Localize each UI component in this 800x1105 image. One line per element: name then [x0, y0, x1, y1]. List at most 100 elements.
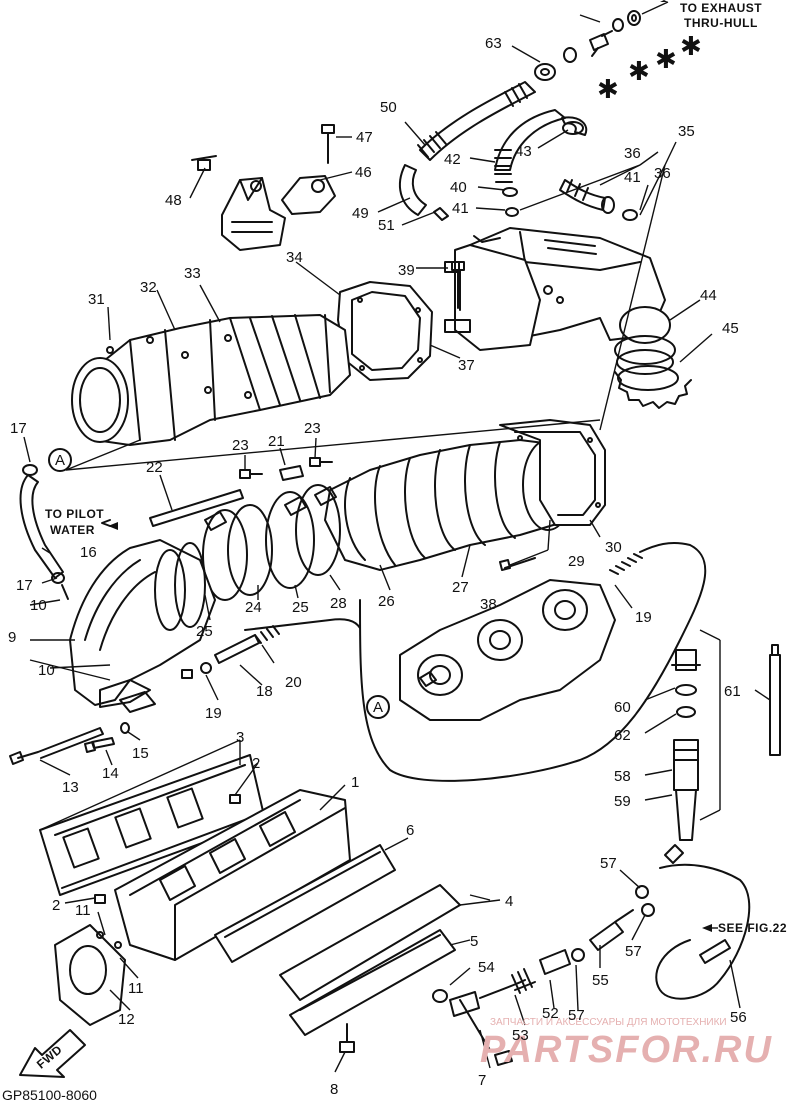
callout-3: 3: [236, 729, 244, 746]
callout-5: 5: [470, 933, 478, 950]
callout-43: 43: [515, 143, 532, 160]
callout-7: 7: [478, 1072, 486, 1089]
see-fig-arrow: [702, 924, 712, 932]
callout-36-left: 36: [624, 145, 641, 162]
callout-54: 54: [478, 959, 495, 976]
callout-26: 26: [378, 593, 395, 610]
callout-21: 21: [268, 433, 285, 450]
callout-24: 24: [245, 599, 262, 616]
callout-28: 28: [330, 595, 347, 612]
callout-14: 14: [102, 765, 119, 782]
callout-19-right: 19: [635, 609, 652, 626]
callout-39: 39: [398, 262, 415, 279]
fwd-arrow: FWD: [19, 1029, 86, 1078]
callout-labels: 1 2 2 3 4 5 6 7 8 9 10 10 11 11 12 13 14…: [8, 35, 747, 1098]
callout-30: 30: [605, 539, 622, 556]
callout-41-left: 41: [452, 200, 469, 217]
callout-45: 45: [722, 320, 739, 337]
callout-50: 50: [380, 99, 397, 116]
callout-6: 6: [406, 822, 414, 839]
exhaust-manifold: [39, 754, 461, 1036]
callout-49: 49: [352, 205, 369, 222]
expansion-chamber: [71, 314, 351, 446]
right-fittings: [432, 644, 781, 1017]
callout-60: 60: [614, 699, 631, 716]
watermark-brand: PARTSFOR.RU: [480, 1029, 773, 1071]
callout-56: 56: [730, 1009, 747, 1026]
note-water: WATER: [50, 523, 95, 537]
callout-27: 27: [452, 579, 469, 596]
callout-57-bottom: 57: [568, 1007, 585, 1024]
callout-44: 44: [700, 287, 717, 304]
ref-marker-a-top: A: [48, 448, 72, 472]
callout-48: 48: [165, 192, 182, 209]
clamp-rings: [149, 457, 341, 601]
callout-12: 12: [118, 1011, 135, 1028]
note-to-pilot: TO PILOT: [45, 507, 104, 521]
note-see-fig: SEE FIG.22: [718, 921, 787, 935]
callout-23-left: 23: [232, 437, 249, 454]
callout-55: 55: [592, 972, 609, 989]
callout-37: 37: [458, 357, 475, 374]
callout-17-bottom: 17: [16, 577, 33, 594]
callout-51: 51: [378, 217, 395, 234]
callout-4: 4: [505, 893, 513, 910]
callout-61: 61: [724, 683, 741, 700]
watermark-caption: ЗАПЧАСТИ И АКСЕССУАРЫ ДЛЯ МОТОТЕХНИКИ: [490, 1017, 727, 1028]
callout-42: 42: [444, 151, 461, 168]
callout-2-top: 2: [252, 755, 260, 772]
callout-58: 58: [614, 768, 631, 785]
callout-52: 52: [542, 1005, 559, 1022]
callout-46: 46: [355, 164, 372, 181]
callout-13: 13: [62, 779, 79, 796]
callout-10-top: 10: [30, 597, 47, 614]
callout-47: 47: [356, 129, 373, 146]
callout-57-top: 57: [600, 855, 617, 872]
leader-lines: [23, 14, 771, 1073]
callout-25-right: 25: [292, 599, 309, 616]
callout-57-right: 57: [625, 943, 642, 960]
callout-22: 22: [146, 459, 163, 476]
callout-33: 33: [184, 265, 201, 282]
pilot-water-arrow: [108, 522, 118, 530]
callout-2-left: 2: [52, 897, 60, 914]
callout-29: 29: [568, 553, 585, 570]
exhaust-hose-group: [398, 0, 669, 221]
callout-62: 62: [614, 727, 631, 744]
callout-41-right: 41: [624, 169, 641, 186]
gasket-plates: [337, 244, 541, 381]
note-to-exhaust: TO EXHAUST: [680, 1, 762, 15]
callout-40: 40: [450, 179, 467, 196]
callout-35: 35: [678, 123, 695, 140]
callout-19-left: 19: [205, 705, 222, 722]
asterisk-3: ✱: [655, 45, 677, 75]
diagram-code: GP85100-8060: [2, 1087, 97, 1103]
callout-23-right: 23: [304, 420, 321, 437]
callout-63: 63: [485, 35, 502, 52]
exhaust-elbow: [69, 539, 216, 713]
callout-38: 38: [480, 596, 497, 613]
asterisk-2: ✱: [628, 57, 650, 87]
callout-11-bottom: 11: [128, 980, 144, 997]
callout-20: 20: [285, 674, 302, 691]
callout-11-top: 11: [75, 902, 91, 919]
engine-block-outline: [214, 542, 707, 782]
main-exhaust-hose: [324, 419, 606, 571]
callout-9: 9: [8, 629, 16, 646]
callout-53: 53: [512, 1027, 529, 1044]
bracket-group: [191, 124, 336, 251]
asterisk-4: ✱: [680, 32, 702, 62]
svg-text:A: A: [373, 699, 383, 716]
callout-36-right: 36: [654, 165, 671, 182]
pilot-water-hose: [19, 464, 111, 600]
callout-25-left: 25: [196, 623, 213, 640]
callout-8: 8: [330, 1081, 338, 1098]
callout-32: 32: [140, 279, 157, 296]
svg-text:A: A: [55, 452, 65, 469]
callout-15: 15: [132, 745, 149, 762]
callout-17-top: 17: [10, 420, 27, 437]
callout-10-bottom: 10: [38, 662, 55, 679]
asterisk-1: ✱: [597, 75, 619, 105]
callout-18: 18: [256, 683, 273, 700]
